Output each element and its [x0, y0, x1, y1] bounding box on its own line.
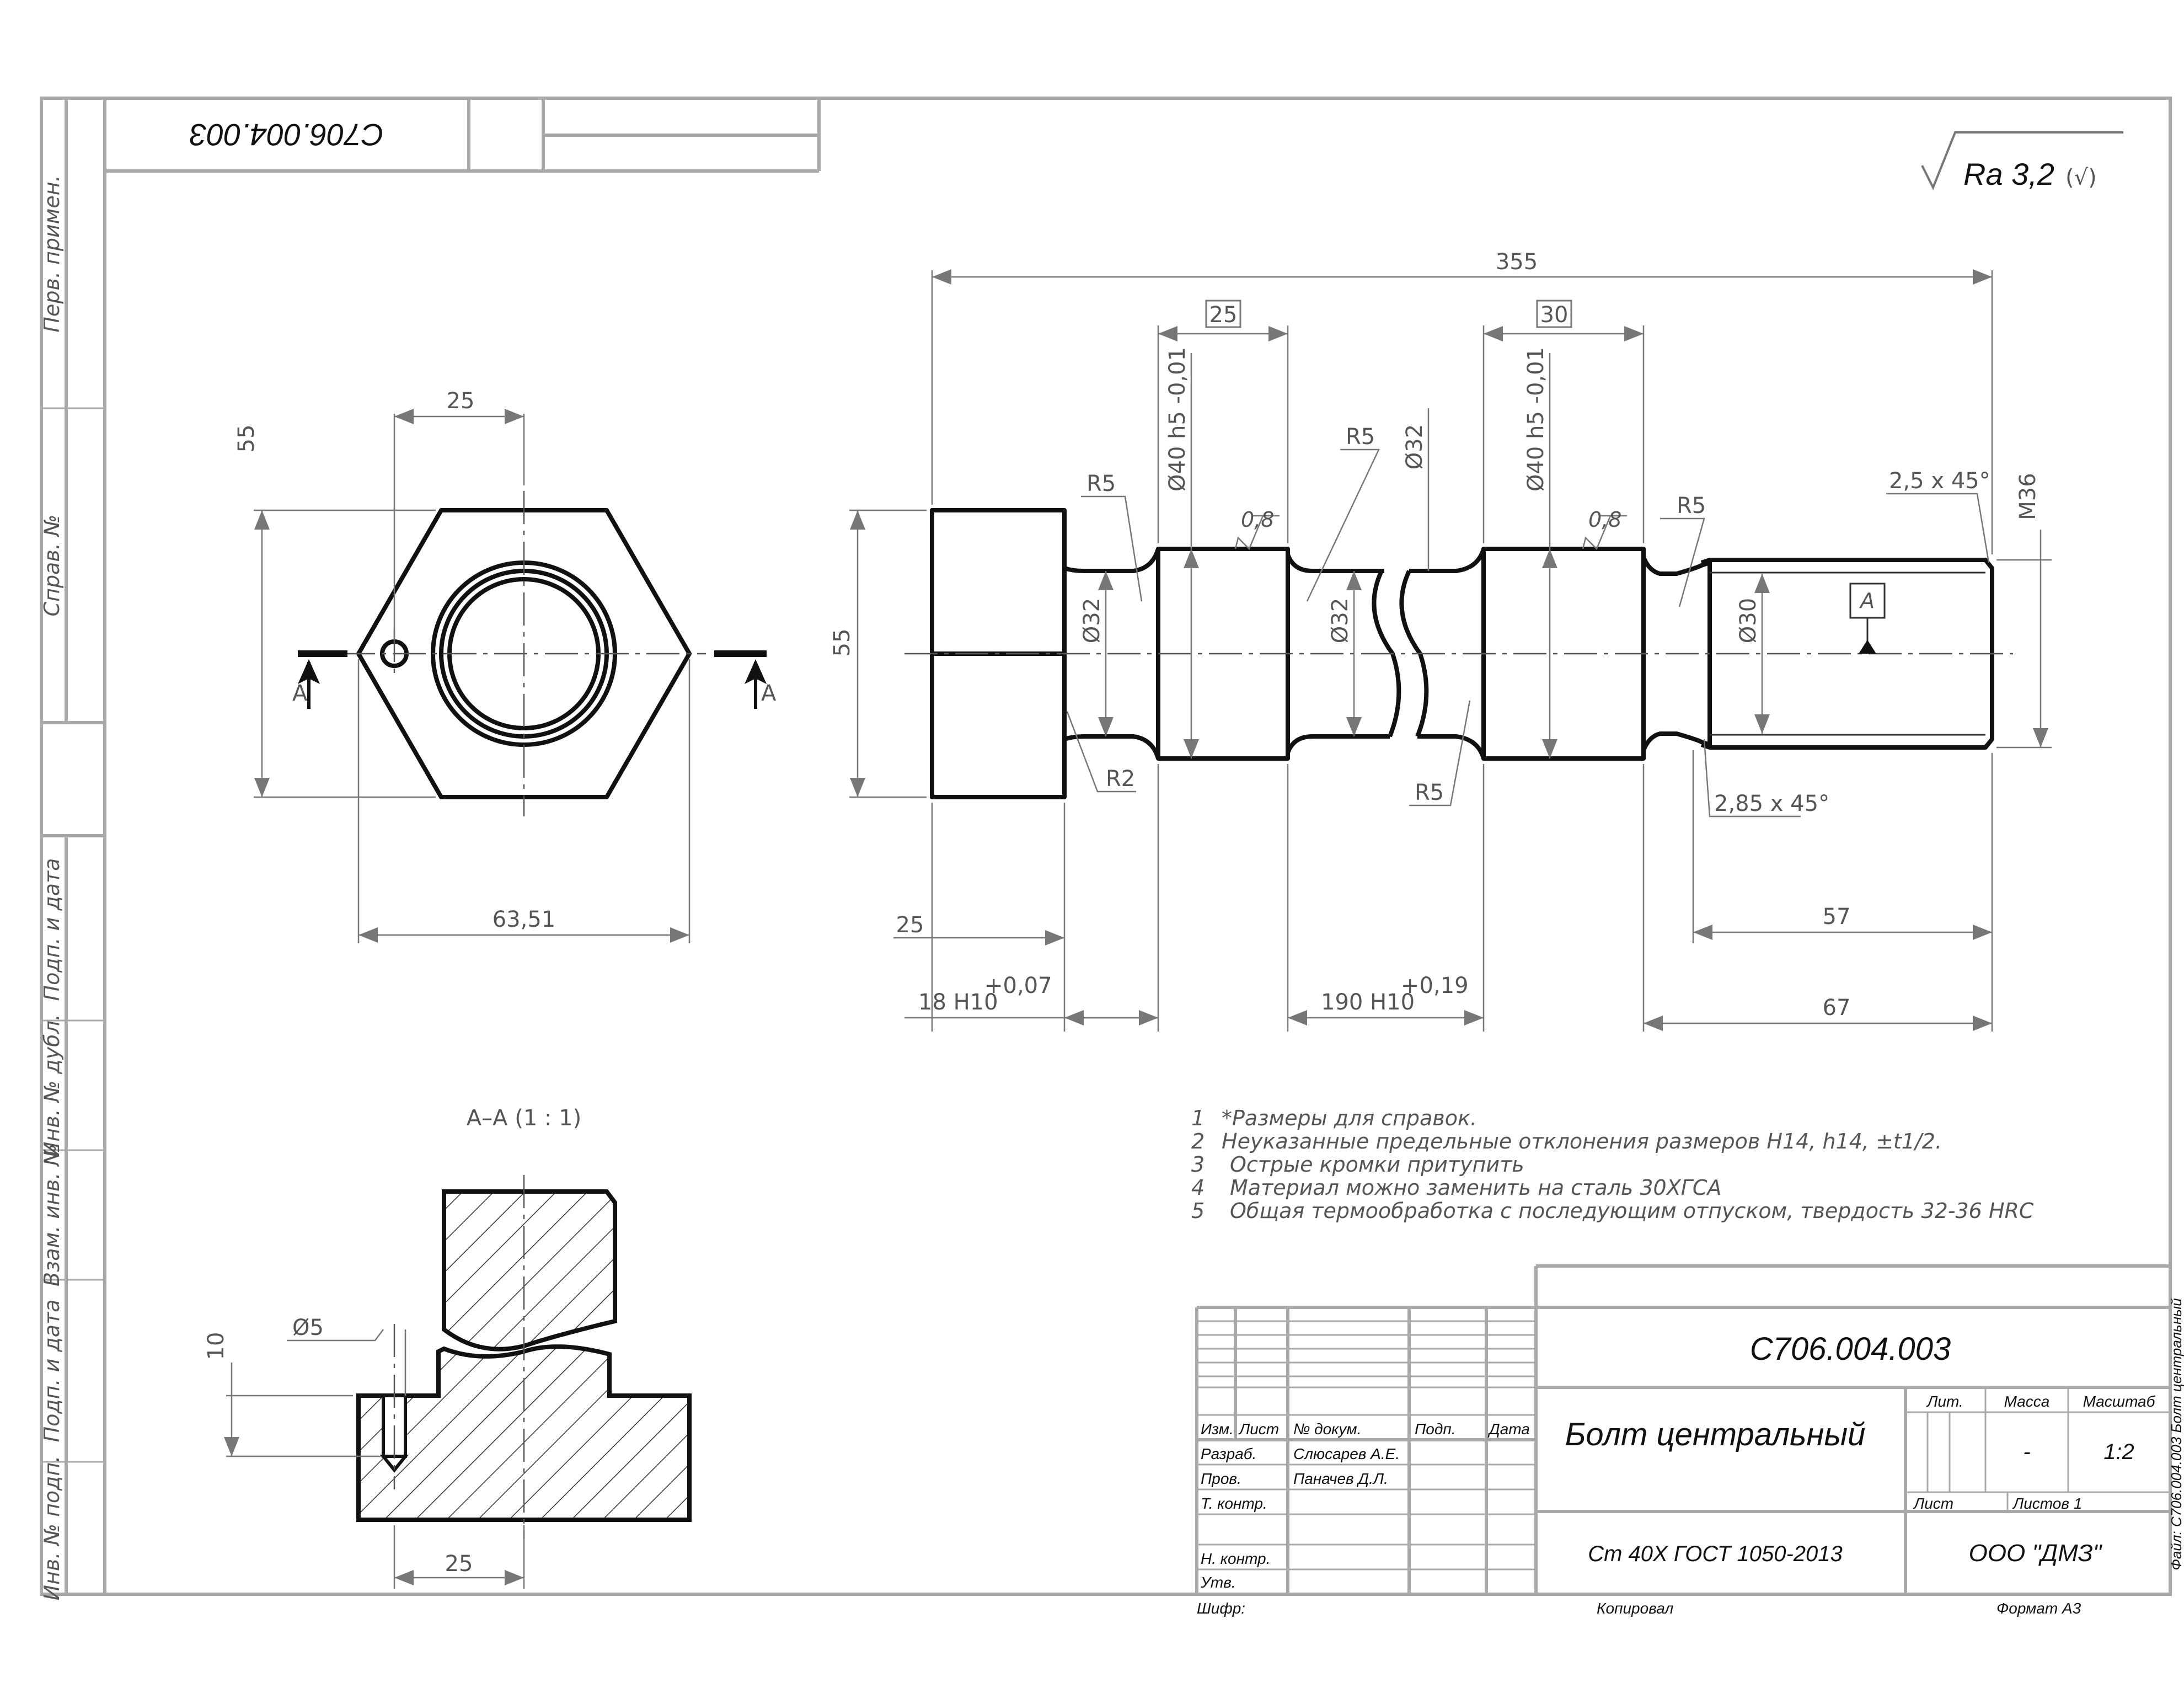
- section-dims: [224, 1329, 525, 1589]
- dim-box-30: 30: [1540, 302, 1569, 328]
- notes: 1 *Размеры для справок. 2 Неуказанные пр…: [1191, 1106, 2034, 1223]
- footer-format: Формат А3: [1996, 1600, 2081, 1617]
- dim-18-h10: 18 H10: [918, 990, 998, 1015]
- roughness-symbol: Ra 3,2 (√): [1921, 131, 2123, 191]
- sheet-frame: [40, 97, 2172, 1596]
- dim-diam-40-a: Ø40 h5 -0,01: [1165, 347, 1190, 492]
- tb-lit: Лит.: [1926, 1393, 1963, 1410]
- title-org: ООО "ДМЗ": [1969, 1540, 2103, 1567]
- roughness-08-b: 0,8: [1588, 508, 1621, 532]
- note-3-text: Острые кромки притупить: [1230, 1152, 1524, 1177]
- title-block: [1195, 1264, 2170, 1594]
- left-strip: Перв. примен. Справ. № Подп. и дата Инв.…: [40, 175, 64, 1600]
- tb-masshtab-val: 1:2: [2103, 1440, 2134, 1464]
- dim-diam-30: Ø30: [1736, 598, 1761, 643]
- note-1-text: *Размеры для справок.: [1222, 1106, 1477, 1130]
- tb-razrab: Разраб.: [1201, 1445, 1256, 1462]
- end-view-hex: [298, 491, 767, 816]
- note-5-text: Общая термообработка с последующим отпус…: [1230, 1199, 2034, 1223]
- tb-doc: № докум.: [1293, 1420, 1361, 1438]
- dim-57: 57: [1823, 904, 1851, 930]
- datum-label: A: [1859, 589, 1875, 613]
- note-2-num: 2: [1191, 1129, 1205, 1153]
- end-dim-top: 25: [447, 388, 475, 414]
- dim-diam-40-b: Ø40 h5 -0,01: [1523, 347, 1549, 492]
- note-5-num: 5: [1191, 1199, 1205, 1223]
- tb-izm: Изм.: [1201, 1420, 1234, 1438]
- strip-label-inv-dubl: Инв. № дубл.: [40, 1014, 64, 1157]
- footer-file: Файл: С706.004.003 Болт центральный: [2168, 1298, 2184, 1571]
- dim-190-tol: +0,19: [1401, 973, 1469, 998]
- dim-diam-32-left: Ø32: [1079, 598, 1105, 643]
- strip-label-vzam: Взам. инв. №: [40, 1144, 64, 1286]
- strip-label-podp2: Подп. и дата: [40, 1300, 64, 1443]
- tb-razrab-name: Слюсарев А.Е.: [1293, 1445, 1400, 1462]
- footer-shifr: Шифр:: [1197, 1600, 1245, 1617]
- dim-thread-m36: M36: [2015, 473, 2041, 520]
- footer-copied: Копировал: [1597, 1600, 1673, 1617]
- side-view-dims: [849, 269, 2052, 1032]
- tb-prov-name: Паначев Д.Л.: [1293, 1470, 1388, 1487]
- title-material: Ст 40Х ГОСТ 1050-2013: [1588, 1542, 1843, 1566]
- tb-massa-val: -: [2023, 1440, 2030, 1464]
- tb-list: Лист: [1238, 1420, 1279, 1438]
- tb-nkontr: Н. контр.: [1201, 1550, 1270, 1567]
- dim-box-25: 25: [1209, 302, 1238, 328]
- strip-label-podp1: Подп. и дата: [40, 858, 64, 1001]
- tb-sign: Подп.: [1415, 1420, 1456, 1438]
- note-1-num: 1: [1191, 1106, 1205, 1130]
- dim-190-h10: 190 H10: [1321, 990, 1415, 1015]
- section-mark-left: A: [292, 681, 308, 706]
- dim-diam-32-mid: Ø32: [1327, 598, 1353, 643]
- section-view: [356, 1175, 692, 1539]
- section-mark-right: A: [761, 681, 777, 706]
- dim-67: 67: [1823, 995, 1851, 1021]
- rotated-doc-code: С706.004.003: [190, 117, 384, 152]
- dim-r5-2: R5: [1346, 424, 1375, 450]
- tb-date: Дата: [1487, 1420, 1530, 1438]
- section-dim-hole: Ø5: [292, 1315, 324, 1340]
- roughness-08-a: 0,8: [1241, 508, 1274, 532]
- end-view-dims: [254, 409, 690, 943]
- note-2-text: Неуказанные предельные отклонения размер…: [1222, 1129, 1942, 1153]
- end-dim-height: 55: [234, 425, 259, 453]
- section-dim-width: 25: [445, 1551, 473, 1577]
- strip-label-inv-podp: Инв. № подп.: [40, 1456, 64, 1601]
- end-dim-width: 63,51: [493, 907, 556, 932]
- tb-sheets: Листов 1: [2012, 1495, 2082, 1512]
- dim-18-tol: +0,07: [984, 973, 1052, 998]
- tb-tkontr: Т. контр.: [1201, 1495, 1267, 1512]
- roughness-suffix: (√): [2065, 165, 2097, 190]
- tb-massa: Масса: [2004, 1393, 2050, 1410]
- section-title: А–А (1 : 1): [467, 1105, 581, 1131]
- dim-chamfer-2: 2,85 x 45°: [1714, 791, 1829, 816]
- strip-label-perv: Перв. примен.: [40, 175, 64, 332]
- section-dim-depth: 10: [204, 1332, 229, 1360]
- dim-r5-4: R5: [1415, 780, 1444, 805]
- strip-label-sprav: Справ. №: [40, 515, 64, 617]
- dim-head-height-55: 55: [829, 629, 855, 657]
- side-view-bolt: [904, 508, 2013, 799]
- dim-head-len-25: 25: [896, 912, 924, 938]
- roughness-text: Ra 3,2: [1963, 157, 2054, 191]
- tb-masshtab: Масштаб: [2083, 1393, 2156, 1410]
- tb-sheet: Лист: [1913, 1495, 1953, 1512]
- note-3-num: 3: [1191, 1152, 1205, 1177]
- dim-chamfer-1: 2,5 x 45°: [1889, 468, 1990, 494]
- note-4-text: Материал можно заменить на сталь 30ХГСА: [1230, 1176, 1721, 1200]
- title-name: Болт центральный: [1565, 1417, 1866, 1452]
- tb-utv: Утв.: [1200, 1574, 1236, 1591]
- note-4-num: 4: [1191, 1176, 1205, 1200]
- dim-r5-1: R5: [1086, 471, 1116, 496]
- dim-diam-32-top: Ø32: [1402, 424, 1427, 469]
- title-code: С706.004.003: [1750, 1331, 1951, 1367]
- dim-r5-3: R5: [1677, 493, 1706, 519]
- dim-overall-355: 355: [1496, 249, 1538, 275]
- dim-r2: R2: [1106, 766, 1135, 792]
- tb-prov: Пров.: [1201, 1470, 1241, 1487]
